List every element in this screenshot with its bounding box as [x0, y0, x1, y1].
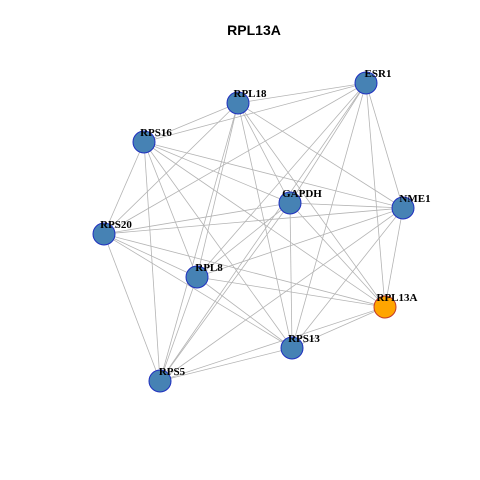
edge-esr1-rps20: [103, 82, 367, 235]
node-label-gapdh: GAPDH: [282, 188, 322, 200]
node-label-rps16: RPS16: [140, 127, 172, 139]
edge-rps20-rps13: [103, 233, 293, 349]
edge-gapdh-rps5: [159, 202, 291, 382]
edge-gapdh-rps20: [103, 202, 291, 235]
edge-esr1-rps16: [143, 82, 367, 143]
node-label-rpl18: RPL18: [234, 88, 268, 100]
node-rpl13a: [373, 295, 397, 319]
edge-nme1-rpl8: [196, 207, 404, 278]
edge-rps20-rpl13a: [103, 233, 386, 308]
node-label-rps13: RPS13: [288, 333, 320, 345]
edge-esr1-rps5: [159, 82, 367, 382]
edge-rpl8-rps5: [159, 276, 198, 382]
edge-esr1-rpl13a: [365, 82, 386, 308]
edge-layer: [103, 82, 404, 382]
node-label-rpl13a: RPL13A: [377, 292, 418, 304]
edge-rpl18-rps20: [103, 102, 239, 235]
edge-rpl18-nme1: [237, 102, 404, 209]
edge-rps16-rps13: [143, 141, 293, 349]
edge-rpl18-rps5: [159, 102, 239, 382]
edge-rps16-rpl13a: [143, 141, 386, 308]
node-rps16: [132, 130, 156, 154]
edge-rpl8-rpl13a: [196, 276, 386, 308]
edge-rpl18-rpl13a: [237, 102, 386, 308]
edge-rps20-rps5: [103, 233, 161, 382]
node-nme1: [391, 196, 415, 220]
edge-rps16-nme1: [143, 141, 404, 209]
edge-rps16-rps20: [103, 141, 145, 235]
edge-nme1-rps5: [159, 207, 404, 382]
edge-nme1-rps20: [103, 207, 404, 235]
node-rpl18: [226, 91, 250, 115]
edge-rps16-gapdh: [143, 141, 291, 204]
edge-rpl18-rps13: [237, 102, 293, 349]
edge-esr1-nme1: [365, 82, 404, 209]
edge-esr1-rps13: [291, 82, 367, 349]
edge-rpl8-rps13: [196, 276, 293, 349]
node-label-esr1: ESR1: [365, 68, 392, 80]
graph-title: RPL13A: [227, 22, 281, 38]
node-label-rps5: RPS5: [159, 366, 186, 378]
node-esr1: [354, 71, 378, 95]
node-rps20: [92, 222, 116, 246]
edge-nme1-rpl13a: [384, 207, 404, 308]
node-label-rpl8: RPL8: [195, 262, 223, 274]
edge-rps13-rps5: [159, 347, 293, 382]
edge-gapdh-rps13: [289, 202, 293, 349]
edge-rpl13a-rps5: [159, 306, 386, 382]
edge-rpl18-gapdh: [237, 102, 291, 204]
edge-esr1-rpl8: [196, 82, 367, 278]
edge-esr1-rpl18: [237, 82, 367, 104]
node-rpl8: [185, 265, 209, 289]
node-label-nme1: NME1: [399, 193, 430, 205]
edge-rpl13a-rps13: [291, 306, 386, 349]
edge-esr1-gapdh: [289, 82, 367, 204]
node-rps5: [148, 369, 172, 393]
edge-gapdh-nme1: [289, 202, 404, 209]
edge-rps16-rpl8: [143, 141, 198, 278]
node-rps13: [280, 336, 304, 360]
edge-nme1-rps13: [291, 207, 404, 349]
node-label-rps20: RPS20: [100, 219, 132, 231]
edge-rps16-rps5: [143, 141, 161, 382]
edge-rps20-rpl8: [103, 233, 198, 278]
edge-gapdh-rpl8: [196, 202, 291, 278]
node-layer: [92, 71, 415, 393]
node-gapdh: [278, 191, 302, 215]
edge-rpl18-rpl8: [196, 102, 239, 278]
edge-rpl18-rps16: [143, 102, 239, 143]
